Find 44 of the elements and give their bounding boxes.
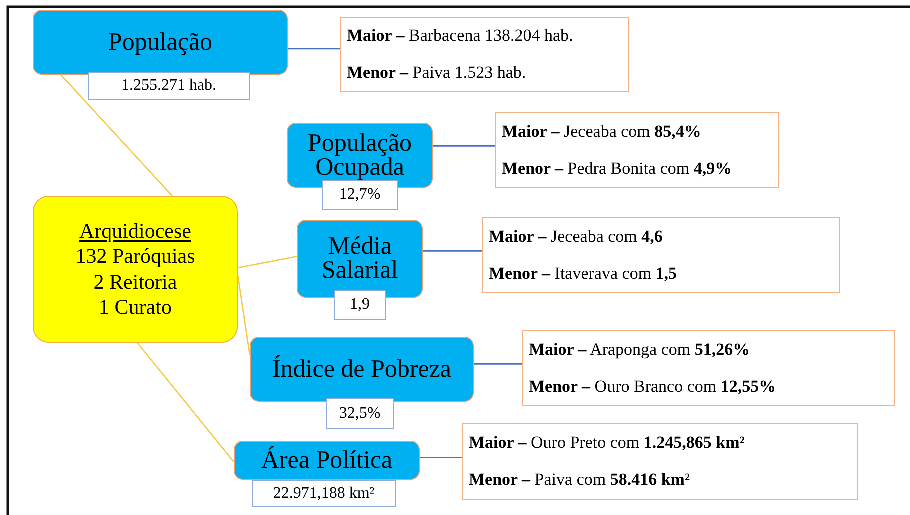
connector-line [420,457,462,458]
value-label: 1,9 [334,290,386,320]
connector-line [423,250,482,252]
detail-box [462,423,858,500]
connector-line [137,342,234,462]
main-topic-box [33,196,238,343]
connector-line [60,74,173,196]
detail-box [340,17,629,92]
topic-label: Índice de Pobreza [272,358,452,382]
detail-text: Menor – Ouro Branco com 12,55% [529,376,776,396]
topic-label: Média Salarial [320,235,400,283]
topic-box [287,123,433,188]
detail-text: Menor – Paiva 1.523 hab. [347,62,526,83]
topic-box [250,337,474,402]
detail-text: Maior – Jeceaba com 4,6 [489,226,663,246]
detail-box [482,217,840,293]
detail-text: Menor – Itaverava com 1,5 [489,264,678,284]
connector-line [288,48,340,50]
value-label: 1.255.271 hab. [88,72,250,100]
detail-text: Maior – Ouro Preto com 1.245,865 km² [469,432,745,453]
value-label: 12,7% [322,180,398,210]
value-label: 22.971,188 km² [252,480,396,507]
detail-text: Menor – Pedra Bonita com 4,9% [502,158,732,178]
detail-text: Maior – Jeceaba com 85,4% [502,122,702,142]
connector-line [238,256,298,269]
topic-label: População Ocupada [306,132,414,180]
heading: Arquidiocese [80,219,192,244]
topic-label: 2 Reitoria [94,270,178,295]
topic-box [33,10,288,75]
connector-line [433,146,495,147]
detail-box [495,112,779,188]
value-label: 32,5% [326,398,394,429]
connector-line [237,275,251,356]
topic-label: 132 Paróquias [76,244,196,270]
connector-line [474,364,522,365]
detail-box [522,330,895,406]
topic-box [297,220,423,298]
detail-text: Maior – Barbacena 138.204 hab. [347,26,574,46]
detail-text: Maior – Araponga com 51,26% [529,340,750,360]
detail-text: Menor – Paiva com 58.416 km² [469,470,690,490]
topic-label: Área Política [261,448,393,472]
topic-label: População [108,30,213,54]
topic-label: 1 Curato [99,294,172,320]
topic-box [234,441,420,480]
